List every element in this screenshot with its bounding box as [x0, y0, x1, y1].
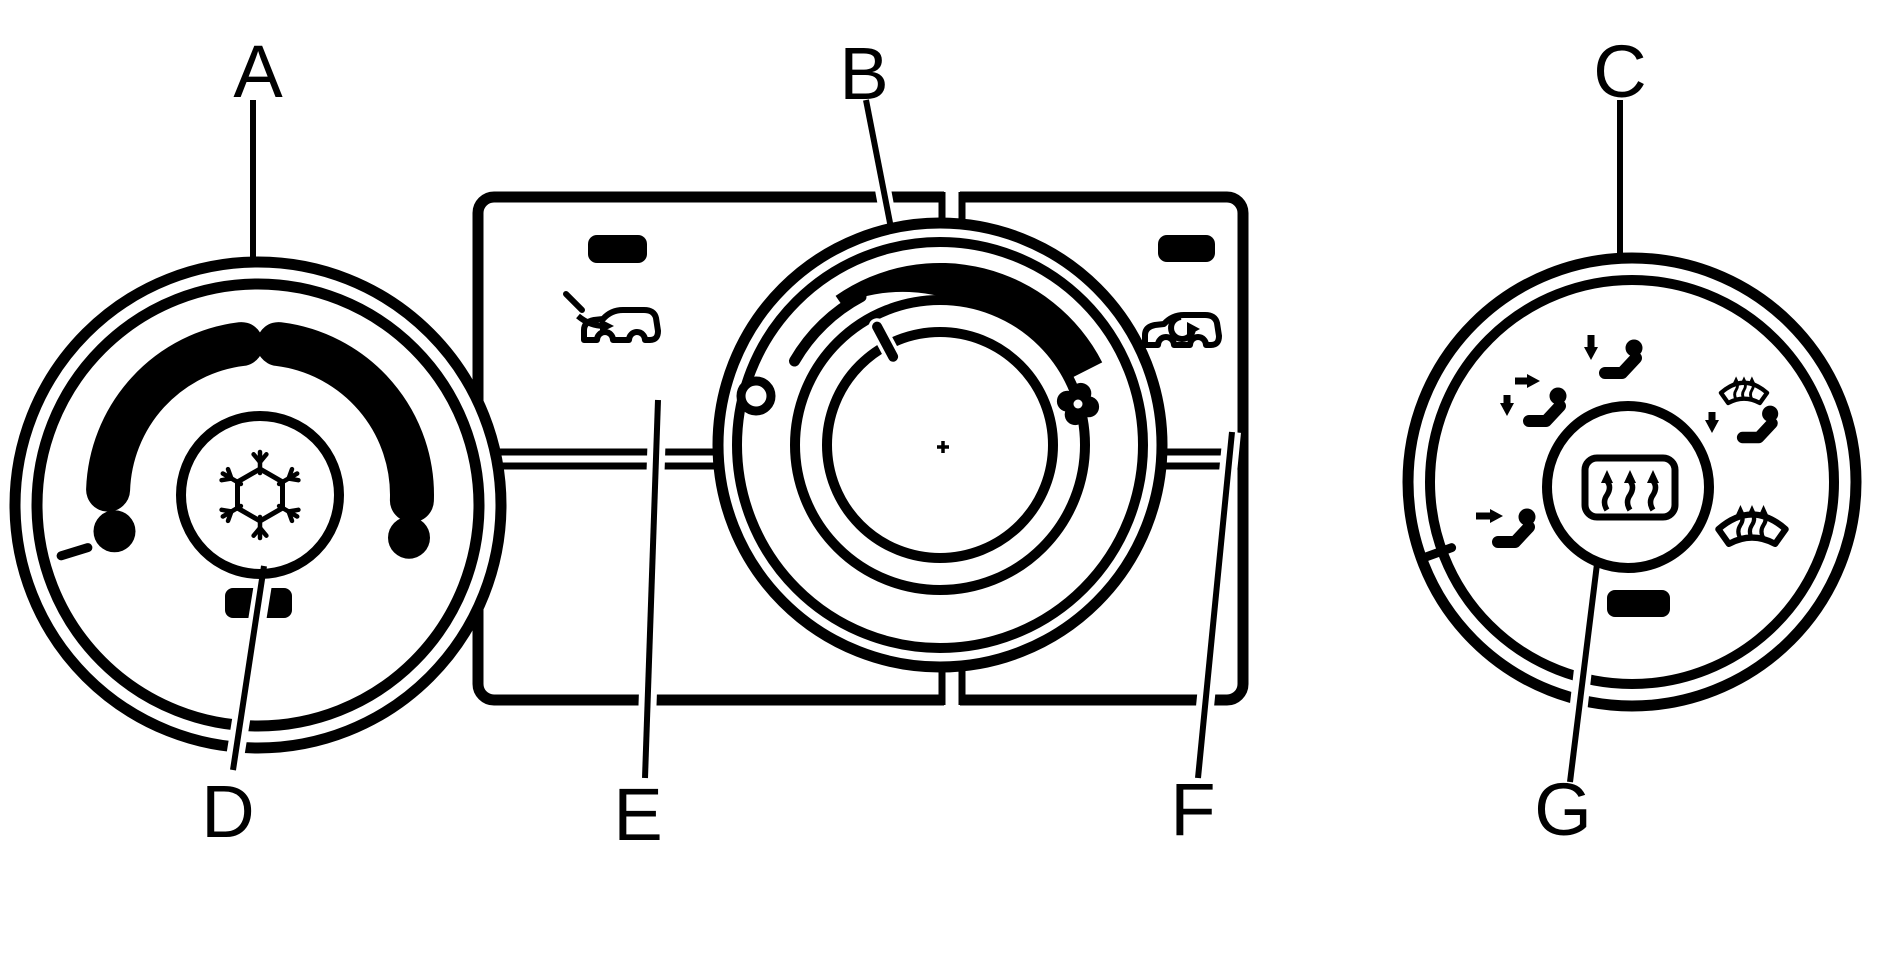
- leader-F: [1195, 431, 1235, 779]
- recirculation-icon: [1145, 315, 1219, 345]
- fan-speed-knob[interactable]: [712, 217, 1168, 673]
- callout-label-c: C: [1593, 30, 1647, 113]
- right-indicator-light: [1158, 235, 1215, 262]
- leader-E: [642, 399, 661, 779]
- callout-label-a: A: [233, 30, 283, 113]
- fan-panel: [472, 188, 1249, 709]
- floor-icon: [1584, 335, 1643, 373]
- outside-air-icon: [563, 291, 658, 340]
- fan-off-indicator: [736, 376, 776, 416]
- callout-label-e: E: [613, 773, 663, 856]
- panel-seam-lines: [483, 192, 1238, 705]
- fan-speed-band-tail: [789, 291, 867, 367]
- temperature-knob-hub[interactable]: [176, 411, 344, 579]
- bilevel-icon: [1500, 374, 1567, 421]
- leader-B: [863, 99, 894, 229]
- fan-icon: [1056, 382, 1100, 426]
- callout-label-d: D: [201, 770, 255, 853]
- mode-position-marker: [1607, 590, 1670, 617]
- callout-label-g: G: [1534, 768, 1592, 851]
- callout-leader-lines: [224, 99, 1623, 784]
- snowflake-icon: [219, 449, 301, 541]
- cold-end-dot: [93, 510, 136, 553]
- temperature-knob[interactable]: [9, 256, 507, 754]
- rear-defog-icon: [1601, 470, 1659, 512]
- left-indicator-light: [588, 235, 647, 263]
- leader-D: [230, 565, 267, 771]
- fan-knob-pointer: [872, 321, 899, 362]
- mode-knob[interactable]: [1402, 252, 1862, 712]
- fan-speed-band: [835, 262, 1103, 382]
- rear-defog-button[interactable]: [1542, 401, 1714, 573]
- temperature-band: [86, 322, 434, 559]
- callout-label-f: F: [1170, 768, 1216, 851]
- knob-center-mark: [937, 441, 949, 453]
- temperature-position-tick: [56, 543, 93, 561]
- callout-label-b: B: [839, 32, 889, 115]
- hot-end-dot: [388, 516, 430, 559]
- leader-G: [1567, 563, 1600, 783]
- mode-position-tick: [1420, 543, 1457, 562]
- blend-defog-icon: [1705, 376, 1778, 437]
- vent-icon: [1476, 509, 1536, 543]
